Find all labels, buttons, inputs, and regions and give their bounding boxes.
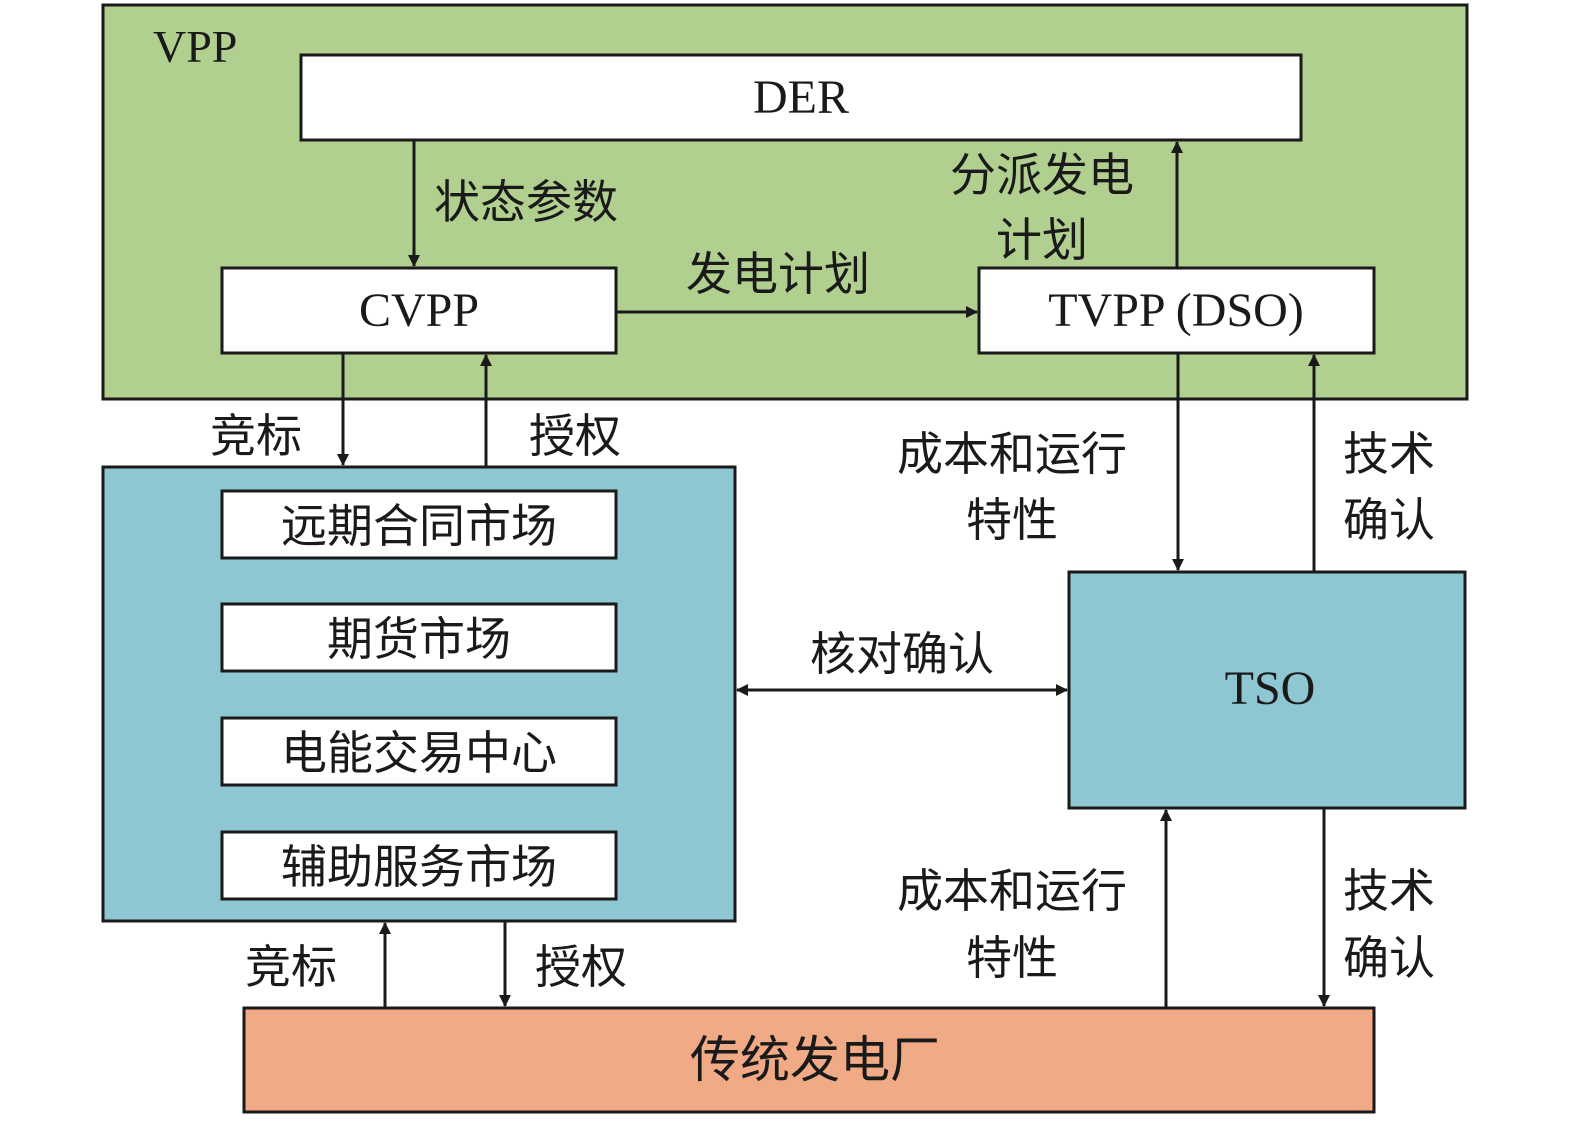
label-market-tso: 核对确认 <box>810 627 994 681</box>
traditional-plant-label: 传统发电厂 <box>690 1031 940 1089</box>
label-tvpp-to-der-line1: 分派发电 <box>950 148 1134 202</box>
label-plant-to-market: 竞标 <box>245 940 337 994</box>
vpp-title: VPP <box>153 21 237 72</box>
label-der-to-cvpp: 状态参数 <box>434 175 618 229</box>
tvpp-label: TVPP (DSO) <box>1048 284 1304 337</box>
label-tvpp-to-der-line2: 计划 <box>996 213 1088 267</box>
tso-box <box>1067 570 1467 810</box>
der-box <box>299 53 1303 142</box>
cvpp-label: CVPP <box>359 284 479 337</box>
market-item-forward-contract-label: 远期合同市场 <box>281 499 557 553</box>
market-item-futures-label: 期货市场 <box>327 612 511 666</box>
market-item-forward-contract <box>220 489 618 560</box>
label-tvpp-to-tso-line1: 成本和运行 <box>897 427 1127 481</box>
label-tvpp-to-tso-line2: 特性 <box>966 493 1058 547</box>
label-cvpp-to-tvpp: 发电计划 <box>686 247 870 301</box>
der-label: DER <box>753 71 849 124</box>
market-item-ancillary <box>220 830 618 901</box>
market-item-futures <box>220 602 618 673</box>
cvpp-box <box>220 266 618 355</box>
market-item-ancillary-label: 辅助服务市场 <box>281 840 557 894</box>
label-market-to-cvpp: 授权 <box>529 409 621 463</box>
label-plant-to-tso-line1: 成本和运行 <box>897 864 1127 918</box>
market-item-trading-center-label: 电能交易中心 <box>281 726 557 780</box>
label-plant-to-tso-line2: 特性 <box>966 931 1058 985</box>
label-cvpp-to-market: 竞标 <box>210 409 302 463</box>
label-tso-to-tvpp-line1: 技术 <box>1343 427 1435 481</box>
label-tso-to-plant-line2: 确认 <box>1343 931 1435 985</box>
market-item-trading-center <box>220 716 618 787</box>
tso-label: TSO <box>1225 662 1316 715</box>
traditional-plant-box <box>242 1006 1376 1114</box>
label-tso-to-tvpp-line2: 确认 <box>1343 493 1435 547</box>
label-tso-to-plant-line1: 技术 <box>1343 864 1435 918</box>
tvpp-box <box>977 266 1376 355</box>
label-market-to-plant: 授权 <box>535 940 627 994</box>
